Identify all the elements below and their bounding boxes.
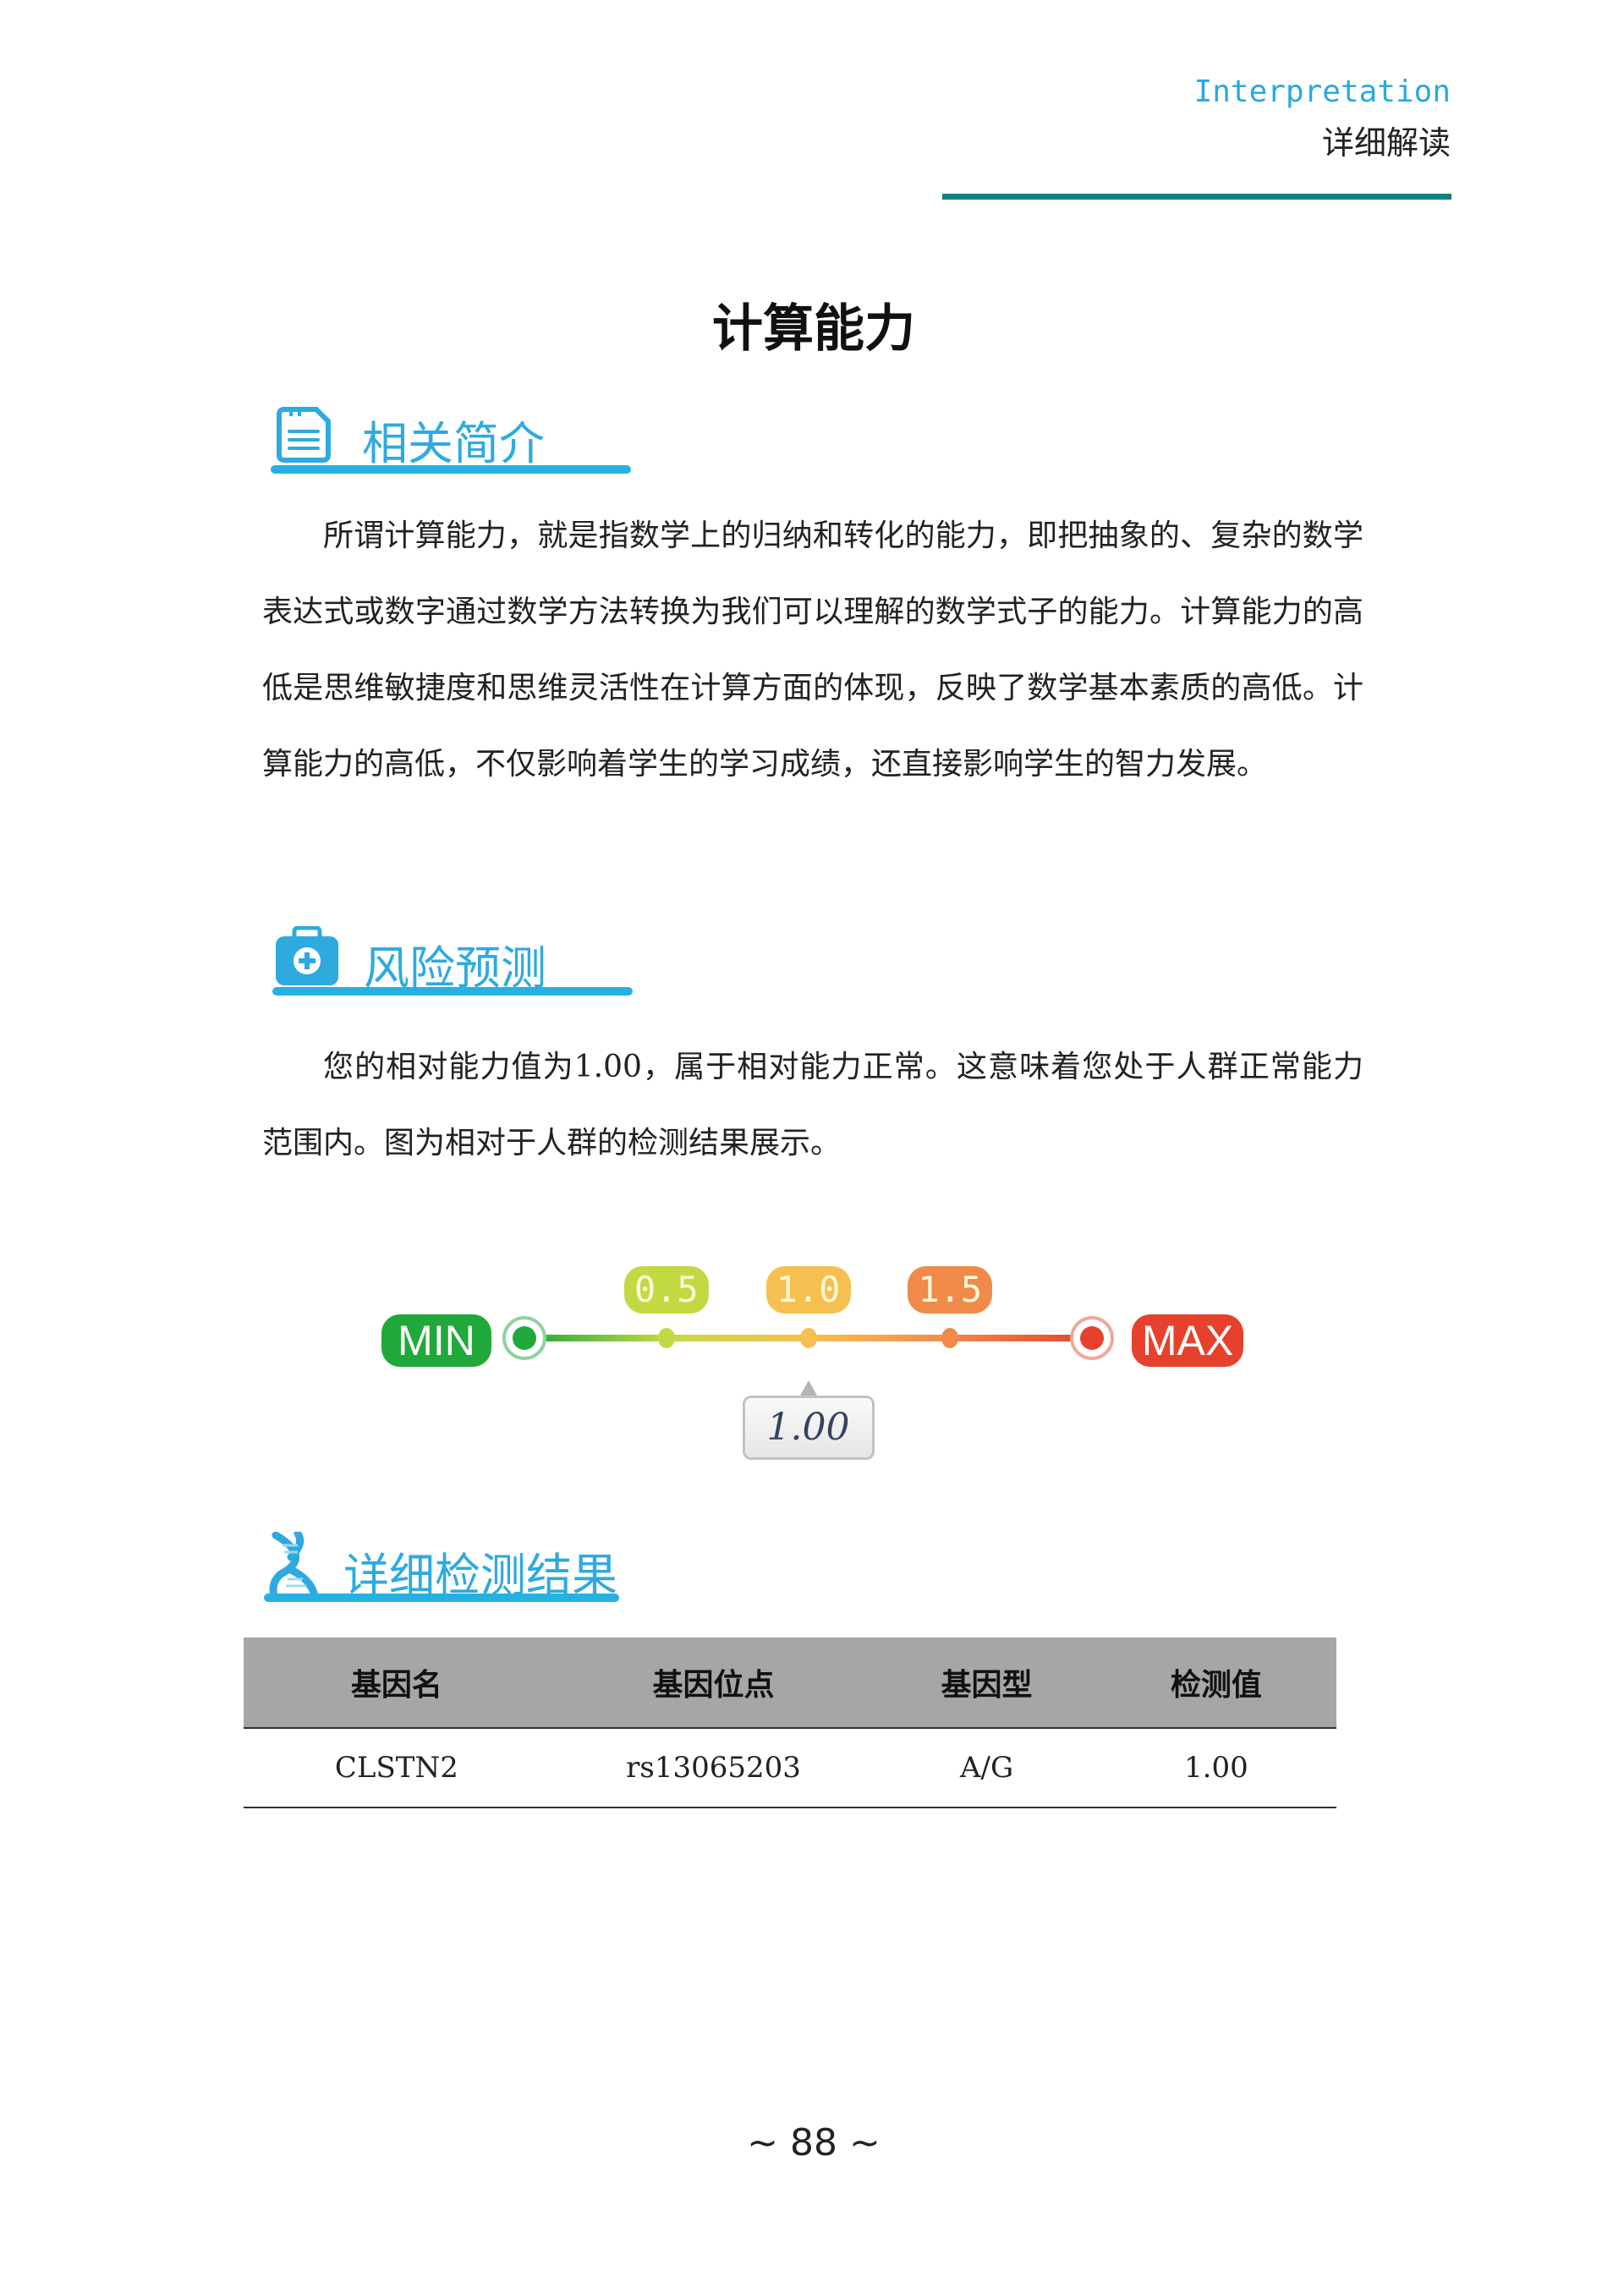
tick-label: 1.0 bbox=[765, 1266, 851, 1314]
dna-icon bbox=[264, 1529, 323, 1600]
max-end-marker bbox=[1070, 1316, 1114, 1360]
medical-kit-icon bbox=[274, 925, 340, 990]
page-number: ~ 88 ~ bbox=[747, 2121, 881, 2164]
header-english: Interpretation bbox=[1193, 74, 1451, 109]
cell-locus: rs13065203 bbox=[549, 1728, 878, 1808]
header-chinese: 详细解读 bbox=[1321, 124, 1451, 162]
risk-paragraph: 您的相对能力值为1.00，属于相对能力正常。这意味着您处于人群正常能力范围内。图… bbox=[262, 1050, 1363, 1160]
header-divider bbox=[942, 194, 1451, 200]
cell-genotype: A/G bbox=[877, 1728, 1096, 1808]
cell-gene: CLSTN2 bbox=[244, 1728, 550, 1808]
tick-dot bbox=[799, 1328, 817, 1348]
section-title-intro: 相关简介 bbox=[362, 417, 545, 470]
section-title-detail: 详细检测结果 bbox=[343, 1549, 617, 1602]
column-header-gene: 基因名 bbox=[244, 1637, 550, 1729]
tick-dot bbox=[941, 1328, 959, 1348]
section-underline bbox=[272, 987, 633, 996]
notepad-icon bbox=[276, 406, 332, 464]
table-row: CLSTN2 rs13065203 A/G 1.00 bbox=[244, 1728, 1336, 1808]
value-callout: 1.00 bbox=[742, 1380, 875, 1460]
page-title: 计算能力 bbox=[712, 299, 915, 359]
gauge-track bbox=[524, 1335, 1092, 1341]
column-header-genotype: 基因型 bbox=[877, 1637, 1096, 1729]
tick-label: 1.5 bbox=[908, 1266, 993, 1314]
min-label: MIN bbox=[381, 1314, 491, 1367]
results-table: 基因名 基因位点 基因型 检测值 CLSTN2 rs13065203 A/G 1… bbox=[244, 1637, 1336, 1808]
value-label: 1.00 bbox=[742, 1396, 875, 1460]
max-label: MAX bbox=[1132, 1314, 1243, 1367]
tick-dot bbox=[657, 1328, 675, 1348]
column-header-locus: 基因位点 bbox=[549, 1637, 878, 1729]
table-header-row: 基因名 基因位点 基因型 检测值 bbox=[244, 1637, 1336, 1729]
section-underline bbox=[271, 465, 631, 474]
intro-paragraph: 所谓计算能力，就是指数学上的归纳和转化的能力，即把抽象的、复杂的数学表达式或数字… bbox=[262, 518, 1363, 782]
tick-label: 0.5 bbox=[623, 1266, 709, 1314]
section-underline bbox=[264, 1594, 619, 1602]
cell-value: 1.00 bbox=[1095, 1728, 1336, 1808]
section-title-risk: 风险预测 bbox=[364, 941, 546, 995]
column-header-value: 检测值 bbox=[1095, 1637, 1336, 1729]
min-end-marker bbox=[502, 1316, 546, 1360]
